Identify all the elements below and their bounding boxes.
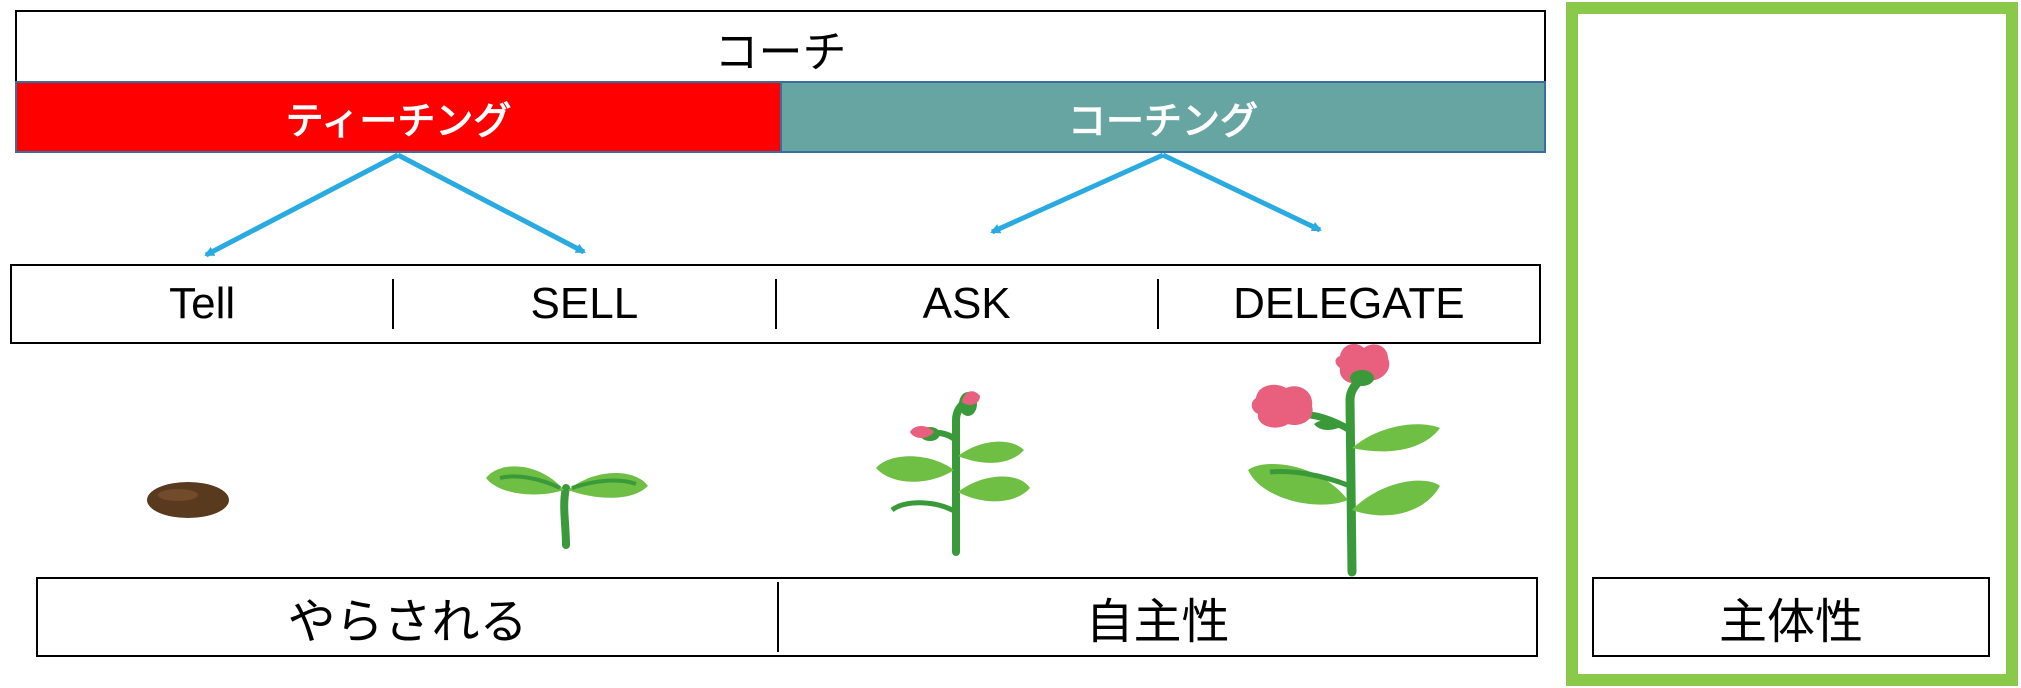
arrow-to-delegate xyxy=(1161,152,1322,233)
coach-header: コーチ xyxy=(15,10,1546,85)
stage-passive: やらされる xyxy=(38,582,779,652)
style-delegate: DELEGATE xyxy=(1159,279,1539,329)
style-sell: SELL xyxy=(394,279,777,329)
blooming-plant-icon xyxy=(1248,343,1440,577)
style-tell: Tell xyxy=(12,279,395,329)
coach-title: コーチ xyxy=(714,26,847,78)
proactive-panel xyxy=(1566,2,2018,686)
arrow-to-ask xyxy=(990,152,1165,235)
teaching-label: ティーチング xyxy=(285,98,512,143)
leadership-styles-row: Tell SELL ASK DELEGATE xyxy=(10,264,1541,344)
seed-icon xyxy=(147,482,229,518)
style-sell-label: SELL xyxy=(530,279,639,328)
sprout-icon xyxy=(486,466,648,549)
stage-row: やらされる 自主性 xyxy=(36,577,1538,657)
stage-passive-label: やらされる xyxy=(287,594,528,650)
teaching-band: ティーチング xyxy=(15,81,782,153)
stage-proactive: 主体性 xyxy=(1592,577,1990,657)
style-tell-label: Tell xyxy=(169,279,236,328)
coaching-label: コーチング xyxy=(1067,98,1258,143)
coaching-band: コーチング xyxy=(780,81,1546,153)
arrow-to-tell xyxy=(204,152,400,258)
stage-autonomy-label: 自主性 xyxy=(1085,594,1230,650)
stage-proactive-label: 主体性 xyxy=(1718,594,1863,650)
bud-plant-icon xyxy=(876,391,1030,556)
style-delegate-label: DELEGATE xyxy=(1233,279,1465,328)
arrow-to-sell xyxy=(396,152,586,255)
stage-autonomy: 自主性 xyxy=(779,582,1536,652)
style-ask-label: ASK xyxy=(922,279,1011,328)
style-ask: ASK xyxy=(777,279,1159,329)
